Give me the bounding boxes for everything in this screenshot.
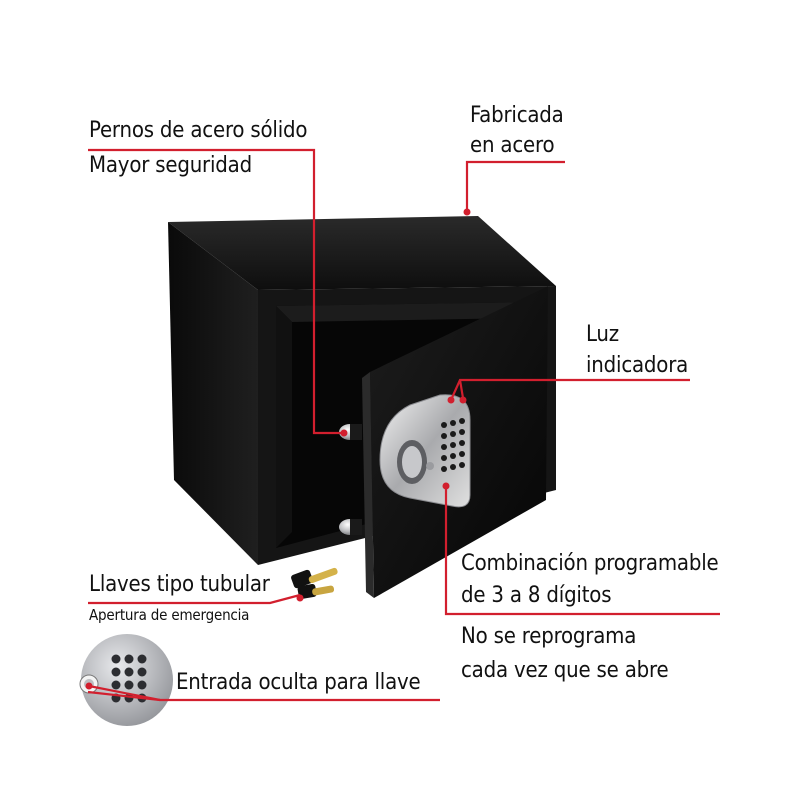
combination-label-line2: de 3 a 8 dígitos bbox=[461, 583, 612, 608]
safe-left-side bbox=[168, 222, 258, 565]
callout-dots bbox=[85, 208, 471, 690]
safe-top bbox=[168, 216, 556, 290]
steel-label-line2: en acero bbox=[470, 133, 555, 158]
reprogram-label-line1: No se reprograma bbox=[461, 624, 637, 649]
keys-label-line1: Llaves tipo tubular bbox=[89, 572, 270, 597]
light-label-line2: indicadora bbox=[586, 353, 689, 378]
callout-lines bbox=[87, 148, 720, 702]
bolts-label-line1: Pernos de acero sólido bbox=[89, 118, 308, 143]
combination-label-line1: Combinación programable bbox=[461, 551, 719, 576]
door-keypad bbox=[441, 418, 465, 472]
steel-label-line1: Fabricada bbox=[470, 103, 564, 128]
keys-label-line2: Apertura de emergencia bbox=[89, 606, 250, 624]
hidden-key-keypad-detail bbox=[79, 634, 173, 726]
light-label-line1: Luz bbox=[586, 322, 619, 347]
hidden-key-label: Entrada oculta para llave bbox=[176, 670, 421, 695]
tubular-keys bbox=[291, 567, 338, 599]
bolts-label-line2: Mayor seguridad bbox=[89, 153, 252, 178]
reprogram-label-line2: cada vez que se abre bbox=[461, 658, 669, 683]
